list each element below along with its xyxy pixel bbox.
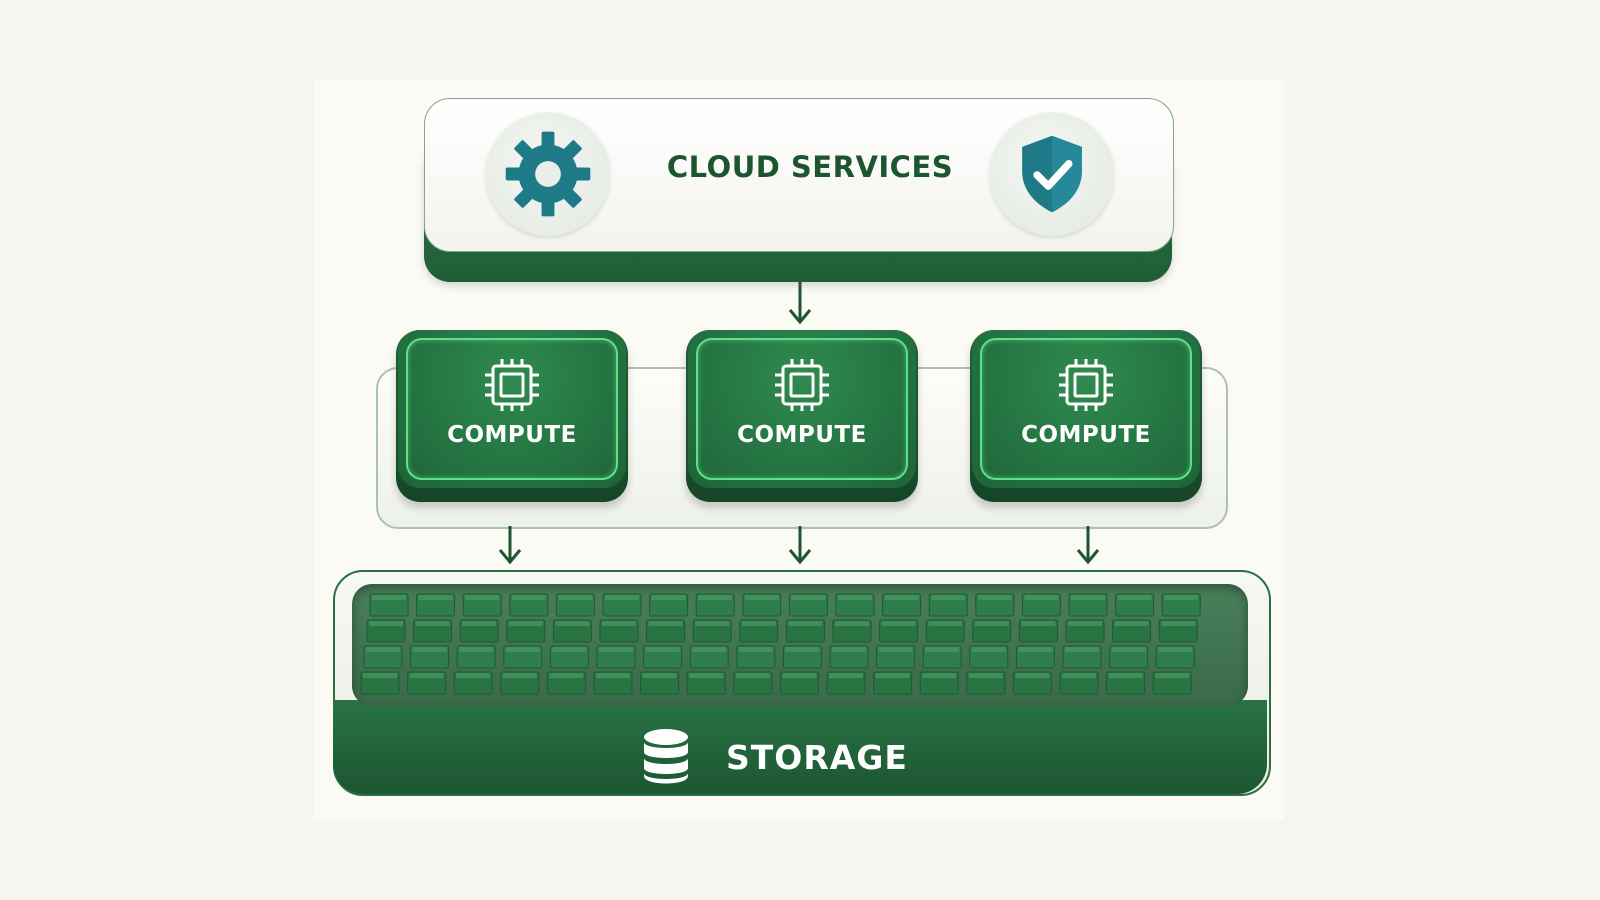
database-icon <box>644 729 688 784</box>
storage-block-highlight <box>971 647 1006 652</box>
storage-block-highlight <box>695 621 730 626</box>
cpu-chip-icon <box>1059 359 1113 411</box>
storage-block-highlight <box>462 621 497 626</box>
shield-icon-badge <box>990 112 1114 236</box>
storage-block-highlight <box>369 621 403 626</box>
storage-block-highlight <box>555 621 590 626</box>
storage-block-highlight <box>1018 647 1053 652</box>
storage-block-highlight <box>1158 647 1193 652</box>
storage-block-highlight <box>881 621 916 626</box>
storage-block-highlight <box>558 595 593 600</box>
storage-block-highlight <box>1117 595 1152 600</box>
storage-block-highlight <box>605 595 639 600</box>
storage-block-highlight <box>1068 621 1102 626</box>
storage-block-highlight <box>931 595 966 600</box>
cloud-services-title: CLOUD SERVICES <box>666 150 954 184</box>
storage-block-highlight <box>1062 673 1096 678</box>
storage-block-highlight <box>785 647 820 652</box>
compute-label-3: COMPUTE <box>1021 422 1151 448</box>
storage-block-highlight <box>838 595 872 600</box>
storage-block-highlight <box>791 595 826 600</box>
storage-block-highlight <box>366 647 400 652</box>
storage-block-highlight <box>511 595 546 600</box>
arrow-compute-1-to-storage <box>498 526 522 565</box>
storage-block-highlight <box>782 673 817 678</box>
storage-block-highlight <box>1015 673 1050 678</box>
cpu-chip-icon <box>775 359 829 411</box>
arrow-cloud-to-compute <box>788 282 812 325</box>
storage-block-highlight <box>505 647 540 652</box>
storage-block-highlight <box>744 595 779 600</box>
storage-block-highlight <box>372 595 406 600</box>
storage-blocks <box>360 593 1201 695</box>
gear-icon <box>505 131 591 217</box>
storage-block-highlight <box>552 647 587 652</box>
arrow-compute-2-to-storage <box>788 526 812 565</box>
storage-block-highlight <box>977 595 1012 600</box>
storage-block-highlight <box>602 621 636 626</box>
storage-block-highlight <box>1111 647 1146 652</box>
gear-icon-badge <box>486 112 610 236</box>
storage-block-highlight <box>1164 595 1199 600</box>
storage-block-highlight <box>832 647 866 652</box>
storage-block-highlight <box>928 621 963 626</box>
storage-block-highlight <box>922 673 957 678</box>
storage-block-highlight <box>974 621 1009 626</box>
compute-label-1: COMPUTE <box>447 422 577 448</box>
storage-block-highlight <box>465 595 500 600</box>
storage-block-highlight <box>1155 673 1190 678</box>
compute-node-1: COMPUTE <box>398 330 626 488</box>
compute-label-2: COMPUTE <box>737 422 867 448</box>
storage-label: STORAGE <box>726 738 908 777</box>
storage-block-highlight <box>689 673 724 678</box>
storage-block-highlight <box>459 647 494 652</box>
storage-block-highlight <box>1108 673 1143 678</box>
storage-block-highlight <box>735 673 770 678</box>
storage-block-highlight <box>788 621 823 626</box>
cpu-chip-icon <box>485 359 539 411</box>
storage-block-highlight <box>418 595 453 600</box>
storage-block-highlight <box>645 647 680 652</box>
storage-block-highlight <box>1021 621 1056 626</box>
storage-block-highlight <box>409 673 444 678</box>
storage-block-highlight <box>1161 621 1196 626</box>
shield-check-icon <box>1022 135 1082 213</box>
storage-block-highlight <box>648 621 683 626</box>
storage-block-highlight <box>698 595 733 600</box>
storage-block-highlight <box>502 673 537 678</box>
storage-block-highlight <box>835 621 869 626</box>
storage-well <box>352 584 1248 706</box>
storage-block-highlight <box>415 621 450 626</box>
storage-block-highlight <box>1114 621 1149 626</box>
storage-block-highlight <box>1065 647 1099 652</box>
storage-block-highlight <box>549 673 584 678</box>
storage-block-highlight <box>456 673 491 678</box>
storage-block-highlight <box>875 673 910 678</box>
storage-block-highlight <box>1024 595 1059 600</box>
compute-node-2: COMPUTE <box>688 330 916 488</box>
storage-block-highlight <box>599 647 633 652</box>
storage-block-highlight <box>925 647 960 652</box>
storage-base <box>333 700 1267 794</box>
storage-block-highlight <box>642 673 677 678</box>
storage-block-highlight <box>692 647 727 652</box>
storage-block-highlight <box>884 595 919 600</box>
storage-block-highlight <box>741 621 776 626</box>
storage-block-highlight <box>829 673 863 678</box>
storage-block-highlight <box>1071 595 1105 600</box>
storage-block-highlight <box>651 595 686 600</box>
storage-block-highlight <box>363 673 397 678</box>
storage-block-highlight <box>412 647 447 652</box>
storage-block-highlight <box>596 673 630 678</box>
compute-node-3: COMPUTE <box>972 330 1200 488</box>
storage-block-highlight <box>878 647 913 652</box>
storage-block-highlight <box>508 621 543 626</box>
storage-block-highlight <box>738 647 773 652</box>
arrow-compute-3-to-storage <box>1076 526 1100 565</box>
storage-block-highlight <box>968 673 1003 678</box>
